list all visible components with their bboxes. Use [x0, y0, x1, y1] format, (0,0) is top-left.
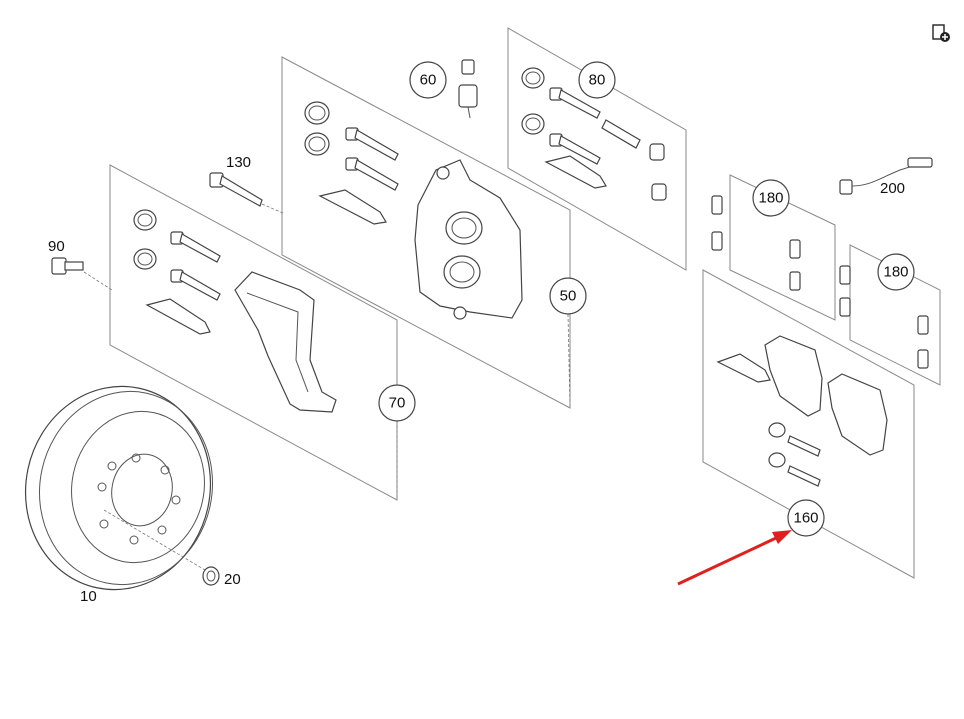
- frame-160: [702, 269, 915, 579]
- label-10: 10: [80, 588, 97, 605]
- label-200: 200: [880, 180, 905, 197]
- panel-160-parts: [716, 335, 888, 487]
- panel-60-parts: [458, 59, 478, 119]
- frame-50: [281, 56, 571, 409]
- bolt-130: [209, 172, 286, 215]
- label-130: 130: [226, 154, 251, 171]
- leader-50: [567, 313, 571, 409]
- frame-80: [507, 27, 687, 271]
- callout-80[interactable]: 80: [578, 61, 616, 99]
- brake-disc: [24, 385, 214, 591]
- wheel-nut: [202, 566, 220, 586]
- label-20: 20: [224, 571, 241, 588]
- wear-sensor: [839, 157, 933, 195]
- panel-180-parts: [711, 195, 929, 369]
- frame-180-left: [729, 174, 836, 321]
- bolt-90: [51, 257, 113, 291]
- callout-70[interactable]: 70: [378, 384, 416, 422]
- add-to-document-icon[interactable]: [930, 22, 952, 44]
- label-90: 90: [48, 238, 65, 255]
- panel-70-parts: [133, 209, 337, 413]
- callout-180-right[interactable]: 180: [877, 253, 915, 291]
- panel-80-parts: [521, 67, 667, 201]
- callout-50[interactable]: 50: [549, 277, 587, 315]
- panel-50-parts: [304, 101, 523, 320]
- callout-60[interactable]: 60: [409, 61, 447, 99]
- frame-70: [109, 164, 398, 501]
- callout-160[interactable]: 160: [787, 499, 825, 537]
- highlight-arrow: [677, 530, 792, 586]
- callout-180-left[interactable]: 180: [752, 179, 790, 217]
